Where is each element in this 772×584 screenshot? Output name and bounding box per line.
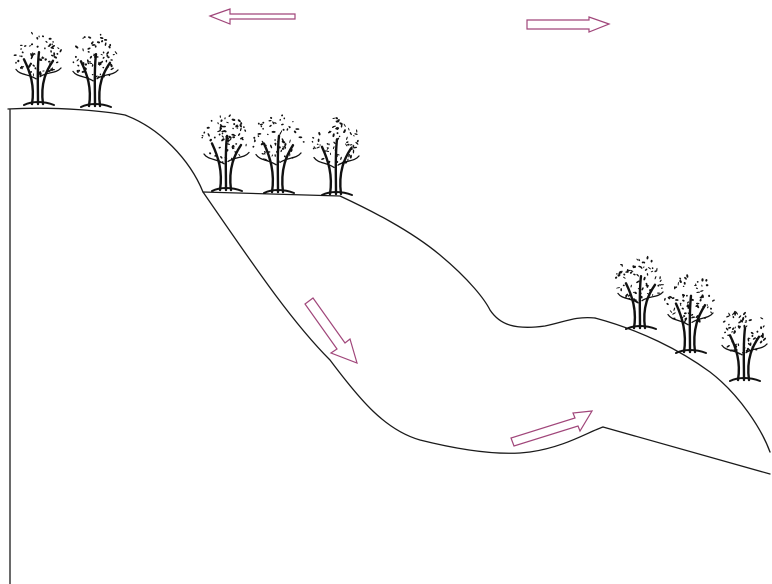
tree: [311, 117, 359, 195]
tree-branch: [282, 145, 293, 192]
terrain: [8, 108, 770, 584]
tree-branch: [264, 144, 273, 192]
tree-branch: [748, 337, 759, 380]
tree-branch: [640, 276, 641, 328]
arrow-slope-down: [305, 298, 357, 363]
slide-mass-surface: [203, 192, 595, 327]
tree-branch: [278, 136, 279, 192]
tree-branch: [322, 147, 331, 194]
tree-branch: [336, 139, 337, 194]
tree: [664, 274, 715, 353]
tree-group-right: [615, 256, 767, 381]
movement-arrows: [210, 9, 609, 446]
tree: [72, 34, 118, 107]
tree: [14, 32, 63, 105]
tree-branch: [226, 136, 227, 190]
tree: [252, 114, 305, 193]
tree-branch: [212, 144, 221, 191]
tree-foliage: [72, 34, 117, 80]
tree-group-upper-left: [14, 32, 118, 107]
tree-group-middle: [201, 114, 359, 195]
tree: [722, 311, 767, 381]
tree-branch: [42, 61, 53, 104]
tree-branch: [99, 63, 110, 106]
tree-branch: [24, 59, 33, 104]
tree: [615, 256, 665, 329]
arrow-toe-up: [511, 411, 592, 446]
tree-groups: [14, 32, 767, 381]
tree-branch: [280, 153, 301, 162]
failure-scarp-surface: [203, 192, 603, 453]
tree-branch: [694, 305, 705, 352]
tree-foliage: [201, 114, 247, 164]
tree-branch: [746, 344, 767, 353]
tree-branch: [676, 304, 685, 352]
tree-branch: [626, 283, 635, 328]
arrow-top-right: [527, 17, 609, 32]
upper-ground-surface: [8, 108, 203, 192]
tree: [201, 114, 249, 191]
tree-branch: [204, 154, 224, 164]
tree-branch: [38, 52, 39, 104]
tree-branch: [690, 296, 691, 352]
tree-branch: [744, 328, 745, 380]
arrow-top-left: [210, 9, 295, 24]
tree-branch: [73, 71, 93, 80]
tree-branch: [692, 313, 713, 322]
tree-branch: [95, 54, 96, 106]
toe-surface: [603, 427, 770, 474]
